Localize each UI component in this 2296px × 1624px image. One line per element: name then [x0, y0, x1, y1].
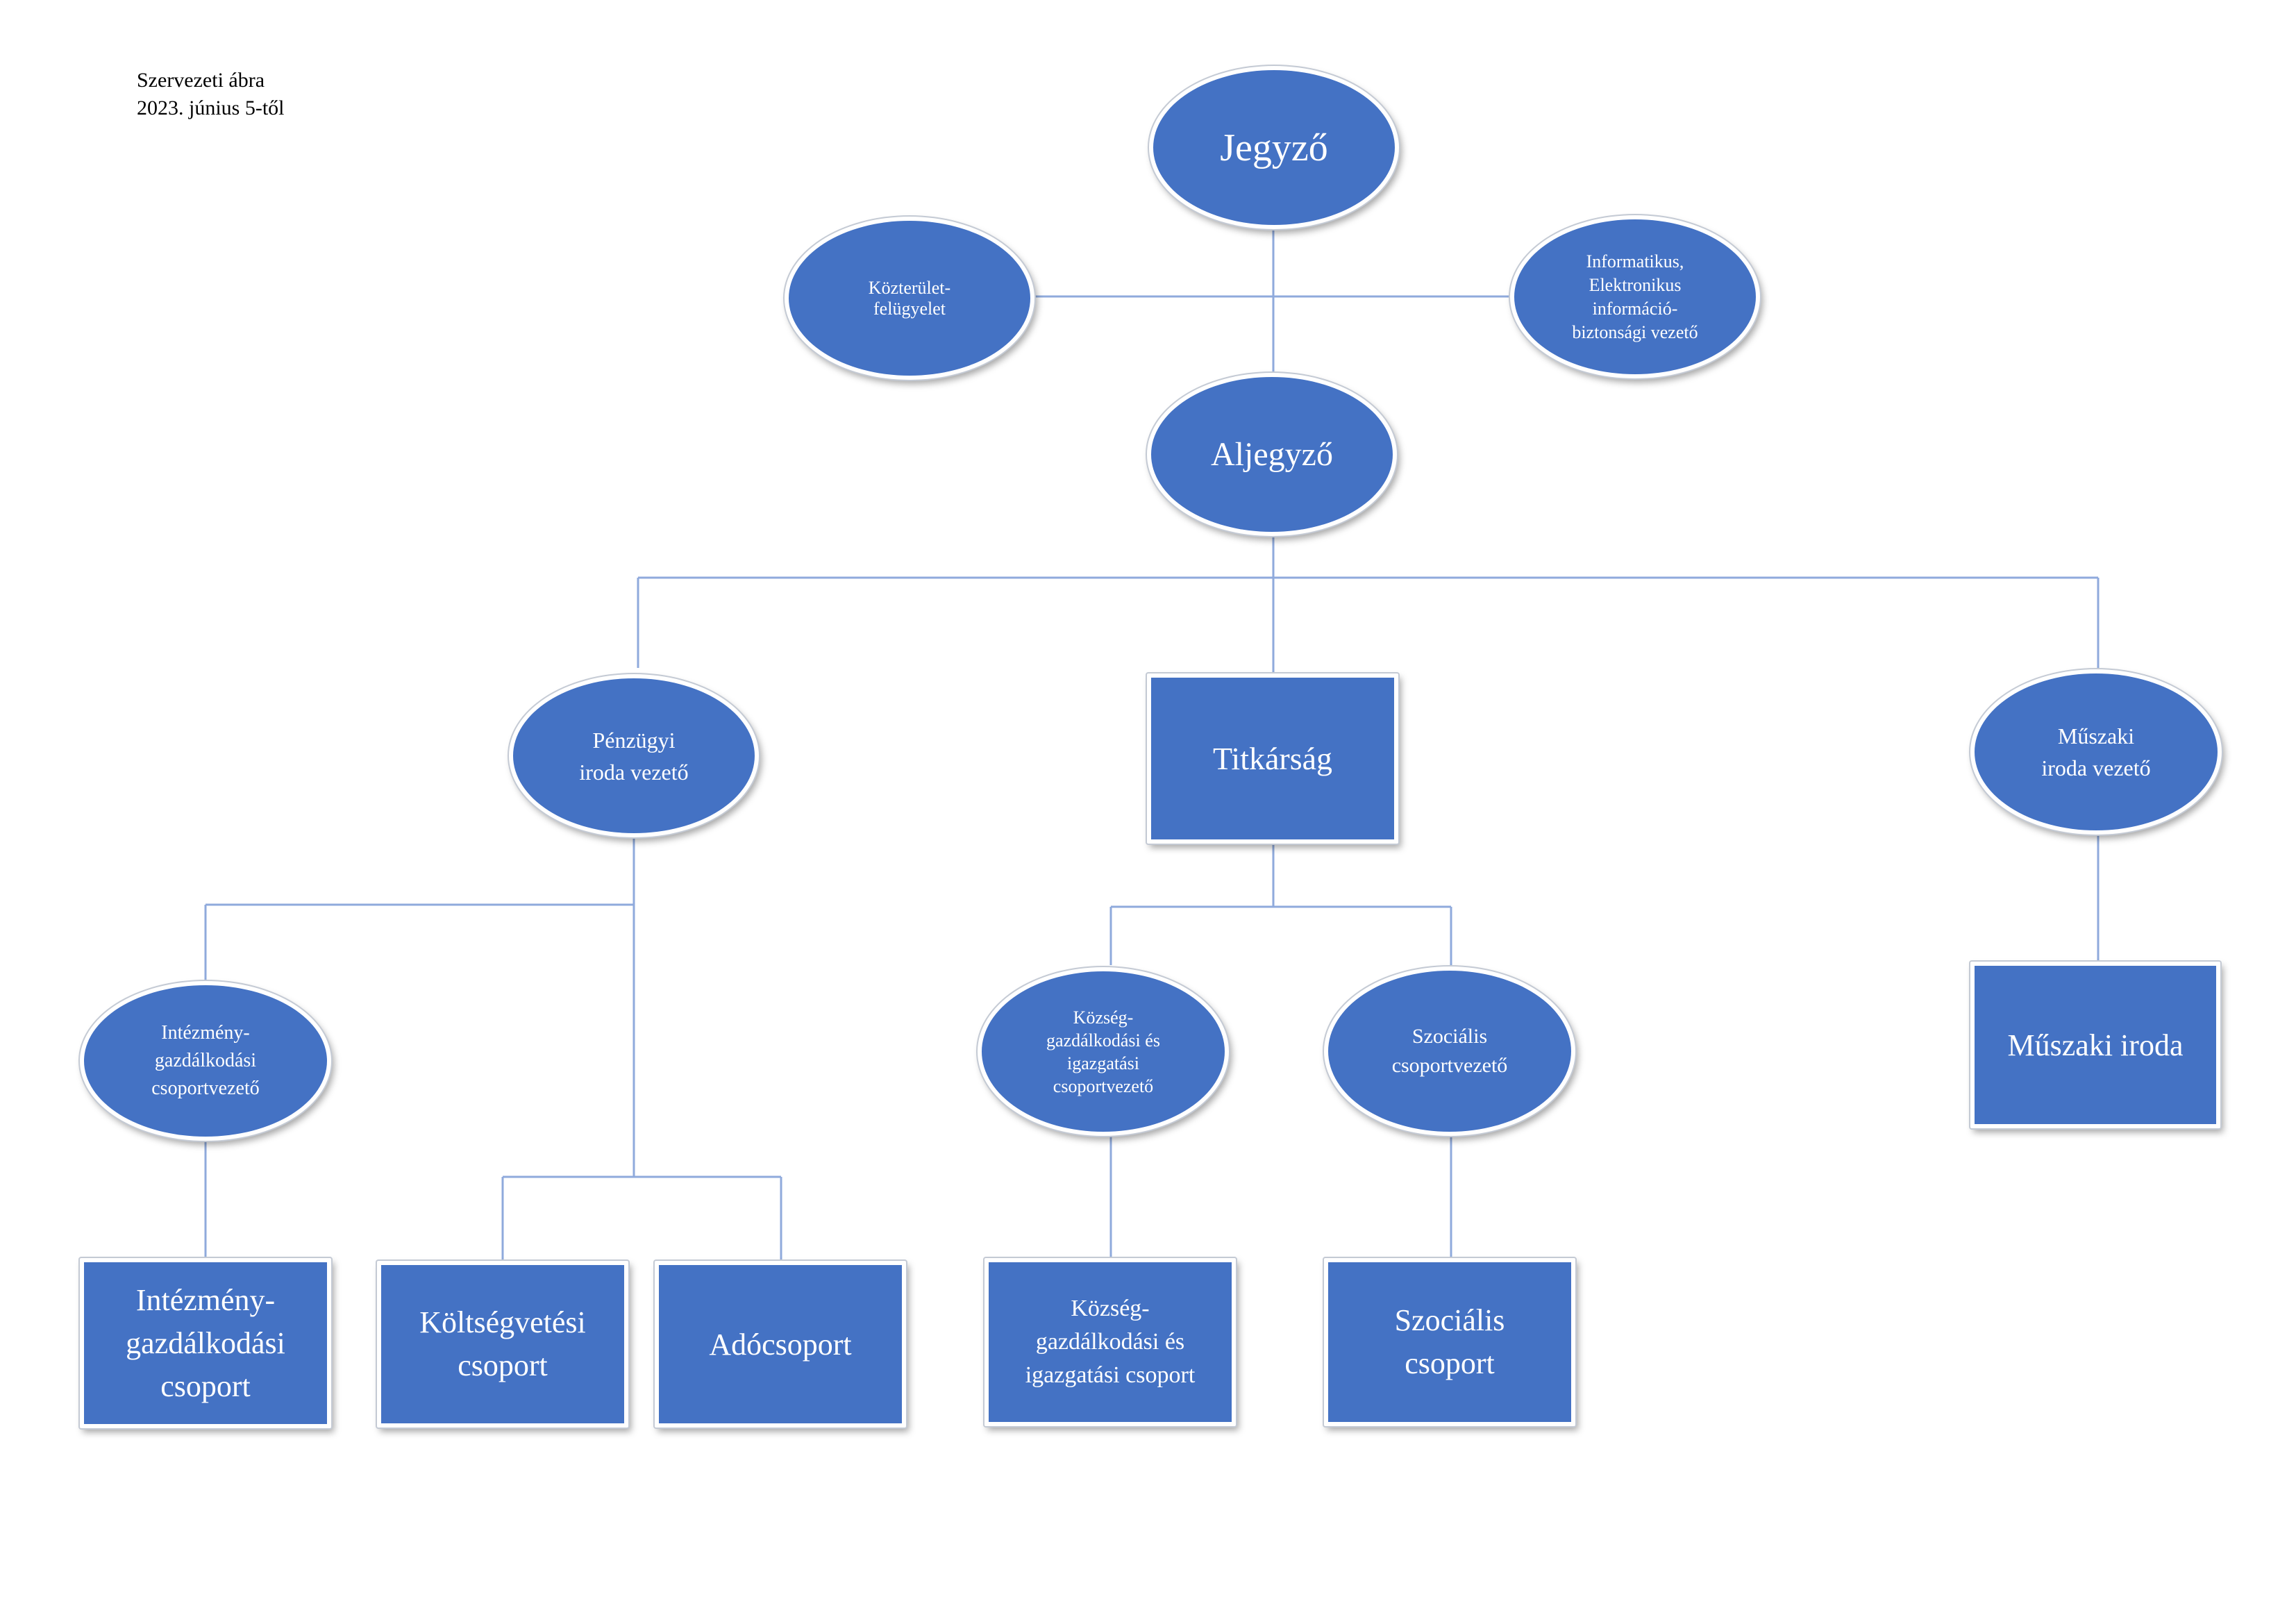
node-kozterulet: Közterület- felügyelet [785, 217, 1034, 380]
node-kozterulet-label: Közterület- felügyelet [868, 277, 951, 319]
node-intezmeny-csoport-label: Intézmény- gazdálkodási csoport [126, 1282, 285, 1403]
node-szocialis-vezeto-label: Szociális csoportvezető [1391, 1025, 1508, 1077]
node-muszaki-iroda-label: Műszaki iroda [2007, 1028, 2184, 1062]
node-koltsegvetesi-label: Költségvetési csoport [419, 1305, 586, 1382]
node-kozseg-csoport-label: Község- gazdálkodási és igazgatási csopo… [1025, 1296, 1196, 1388]
node-aljegyzo: Aljegyző [1147, 373, 1397, 536]
node-koltsegvetesi: Költségvetési csoport [377, 1261, 628, 1428]
node-muszaki-vezeto: Műszaki iroda vezető [1970, 669, 2222, 835]
node-kozseg-vezeto-label: Község- gazdálkodási és igazgatási csopo… [1046, 1007, 1160, 1096]
node-intezmeny-vezeto-label: Intézmény- gazdálkodási csoportvezető [151, 1022, 260, 1099]
node-muszaki-vezeto-label: Műszaki iroda vezető [2041, 723, 2151, 780]
node-aljegyzo-label: Aljegyző [1211, 436, 1333, 473]
node-szocialis-csoport-label: Szociális csoport [1394, 1303, 1505, 1380]
node-penzugyi: Pénzügyi iroda vezető [509, 674, 759, 837]
node-jegyzo: Jegyző [1149, 66, 1399, 229]
node-muszaki-iroda: Műszaki iroda [1970, 962, 2220, 1128]
node-adocsoport-label: Adócsoport [709, 1327, 852, 1362]
node-kozseg-csoport: Község- gazdálkodási és igazgatási csopo… [984, 1258, 1236, 1426]
chart-header: Szervezeti ábra 2023. június 5-től [137, 67, 285, 122]
node-intezmeny-vezeto: Intézmény- gazdálkodási csoportvezető [80, 981, 331, 1141]
node-informatikus: Informatikus, Elektronikus információ- b… [1510, 215, 1760, 378]
node-penzugyi-label: Pénzügyi iroda vezető [579, 727, 689, 785]
chart-title: Szervezeti ábra [137, 69, 265, 92]
node-informatikus-label: Informatikus, Elektronikus információ- b… [1572, 251, 1698, 342]
node-titkarsag: Titkárság [1147, 673, 1398, 844]
node-szocialis-vezeto: Szociális csoportvezető [1324, 966, 1575, 1136]
node-kozseg-vezeto: Község- gazdálkodási és igazgatási csopo… [978, 967, 1229, 1136]
node-intezmeny-csoport: Intézmény- gazdálkodási csoport [80, 1258, 331, 1428]
chart-date: 2023. június 5-től [137, 97, 285, 119]
node-titkarsag-label: Titkárság [1212, 741, 1333, 776]
node-adocsoport: Adócsoport [655, 1261, 906, 1428]
node-jegyzo-label: Jegyző [1220, 126, 1328, 169]
node-szocialis-csoport: Szociális csoport [1324, 1258, 1575, 1426]
